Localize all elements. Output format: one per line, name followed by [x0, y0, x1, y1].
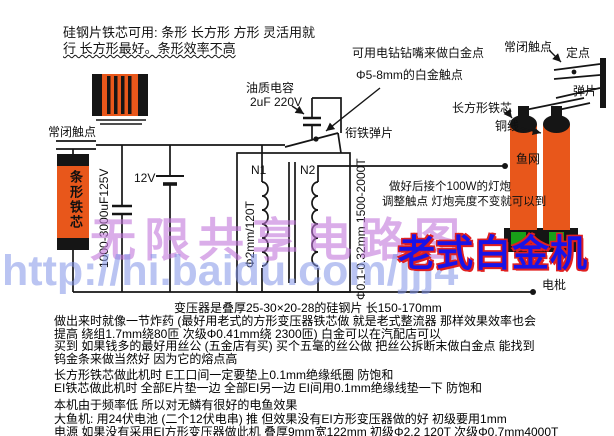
- note-line: 做出来时就像一节炸药 (最好用老式的方形变压器铁芯做 就是老式整流器 那样效果效…: [54, 313, 537, 328]
- spring-leaf-label: 弹片: [573, 84, 598, 98]
- fish-net-label: 鱼网: [516, 152, 541, 166]
- notes-block: 变压器是叠厚25-30×20-28的硅钢片 长150-170mm 做出来时就像一…: [54, 302, 612, 436]
- fixed-point-label: 定点: [566, 46, 591, 60]
- right-contact-label: 常闭触点: [504, 40, 553, 54]
- top-note-line2: 行 长方形最好。条形效率不高: [63, 41, 236, 56]
- note-line: 长方形铁芯做此机时 E工口间一定要垫上0.1mm绝缘纸圈 防饱和: [54, 367, 394, 382]
- note-line: 变压器是叠厚25-30×20-28的硅钢片 长150-170mm: [174, 301, 442, 315]
- strip-core-label: 条形铁芯: [68, 170, 83, 230]
- annotation-arrows: [291, 49, 562, 136]
- oil-cap-name-label: 油质电容: [246, 81, 295, 95]
- note-line: 买到 如果钱多的最好用丝公 (五金店有买) 买个五毫的丝公做 把丝公拆断末做白金…: [54, 339, 535, 354]
- interrupter-armature: [284, 132, 342, 154]
- drill-tip-note-label: 可用电钻钻嘴来做白金点: [352, 46, 485, 60]
- top-note-line1: 硅钢片铁芯可用: 条形 长方形 方形 灵活用就: [63, 25, 316, 40]
- output-transformer-unit: [504, 106, 578, 252]
- copper-wire-label: 铜线: [495, 119, 520, 133]
- n1-label: N1: [251, 163, 267, 177]
- electrolytic-capacitor-symbol: [112, 145, 132, 292]
- oil-capacitor-symbol: [303, 97, 342, 139]
- page-title: 老式白金机: [398, 233, 588, 274]
- core-sample-icon: [92, 74, 148, 125]
- transformer-symbol: [236, 152, 351, 293]
- note-line: 钨金条来做当然好 因为它的熔点高: [54, 352, 238, 367]
- secondary-winding: [311, 181, 319, 267]
- electrode-terminal-dot: [530, 289, 536, 295]
- note-line: 大鱼机: 用24伏电池 (二个12伏电串) 推 但效果没有EI方形变压器做的好 …: [54, 412, 507, 427]
- lamp-test-line1: 做好后接个100W的灯炮: [389, 181, 512, 193]
- primary-winding: [261, 181, 269, 267]
- n2-label: N2: [300, 163, 316, 177]
- secondary-spec-label: Φ0.1-0.32mm 1500-2000T: [354, 158, 368, 300]
- note-line: 本机由于频率低 所以对无鳞有很好的电鱼效果: [54, 397, 298, 412]
- primary-spec-label: Φ2mm/120T: [243, 201, 257, 268]
- top-note: 硅钢片铁芯可用: 条形 长方形 方形 灵活用就 行 长方形最好。条形效率不高: [63, 25, 315, 57]
- armature-leaf-label: 衔铁弹片: [345, 126, 394, 140]
- oil-cap-spec-label: 2uF 220V: [250, 95, 303, 109]
- left-contact-label: 常闭触点: [48, 125, 97, 139]
- note-line: 电源 如果没有采用EI方形变压器做此机 叠厚9mm宽122mm 初级Φ2.2 1…: [54, 425, 559, 436]
- rect-core-label: 长方形铁芯: [452, 101, 513, 115]
- electrolytic-cap-label: 1000-3000uF125V: [97, 168, 111, 268]
- strip-core-cylinder: [57, 154, 89, 250]
- battery-label: 12V: [134, 171, 156, 185]
- contact-size-label: Φ5-8mm的白金触点: [356, 68, 463, 82]
- right-contact-assembly: [553, 58, 606, 108]
- fish-net-terminal-dot: [502, 163, 508, 169]
- platinum-contact-dot: [313, 136, 319, 142]
- battery-symbol: [156, 145, 184, 292]
- note-line: EI铁芯做此机时 全部E片垫一边 全部EI另一边 EI间用0.1mm绝缘线垫一下…: [54, 380, 483, 395]
- note-line: 提高 绕组1.7mm绕80匝 次级Φ0.41mm绕 2300匝) 白金可以在汽配…: [54, 326, 441, 341]
- electrode-label: 电枇: [542, 278, 567, 292]
- lamp-test-line2: 调整触点 灯炮亮度不变就可以到: [382, 196, 547, 208]
